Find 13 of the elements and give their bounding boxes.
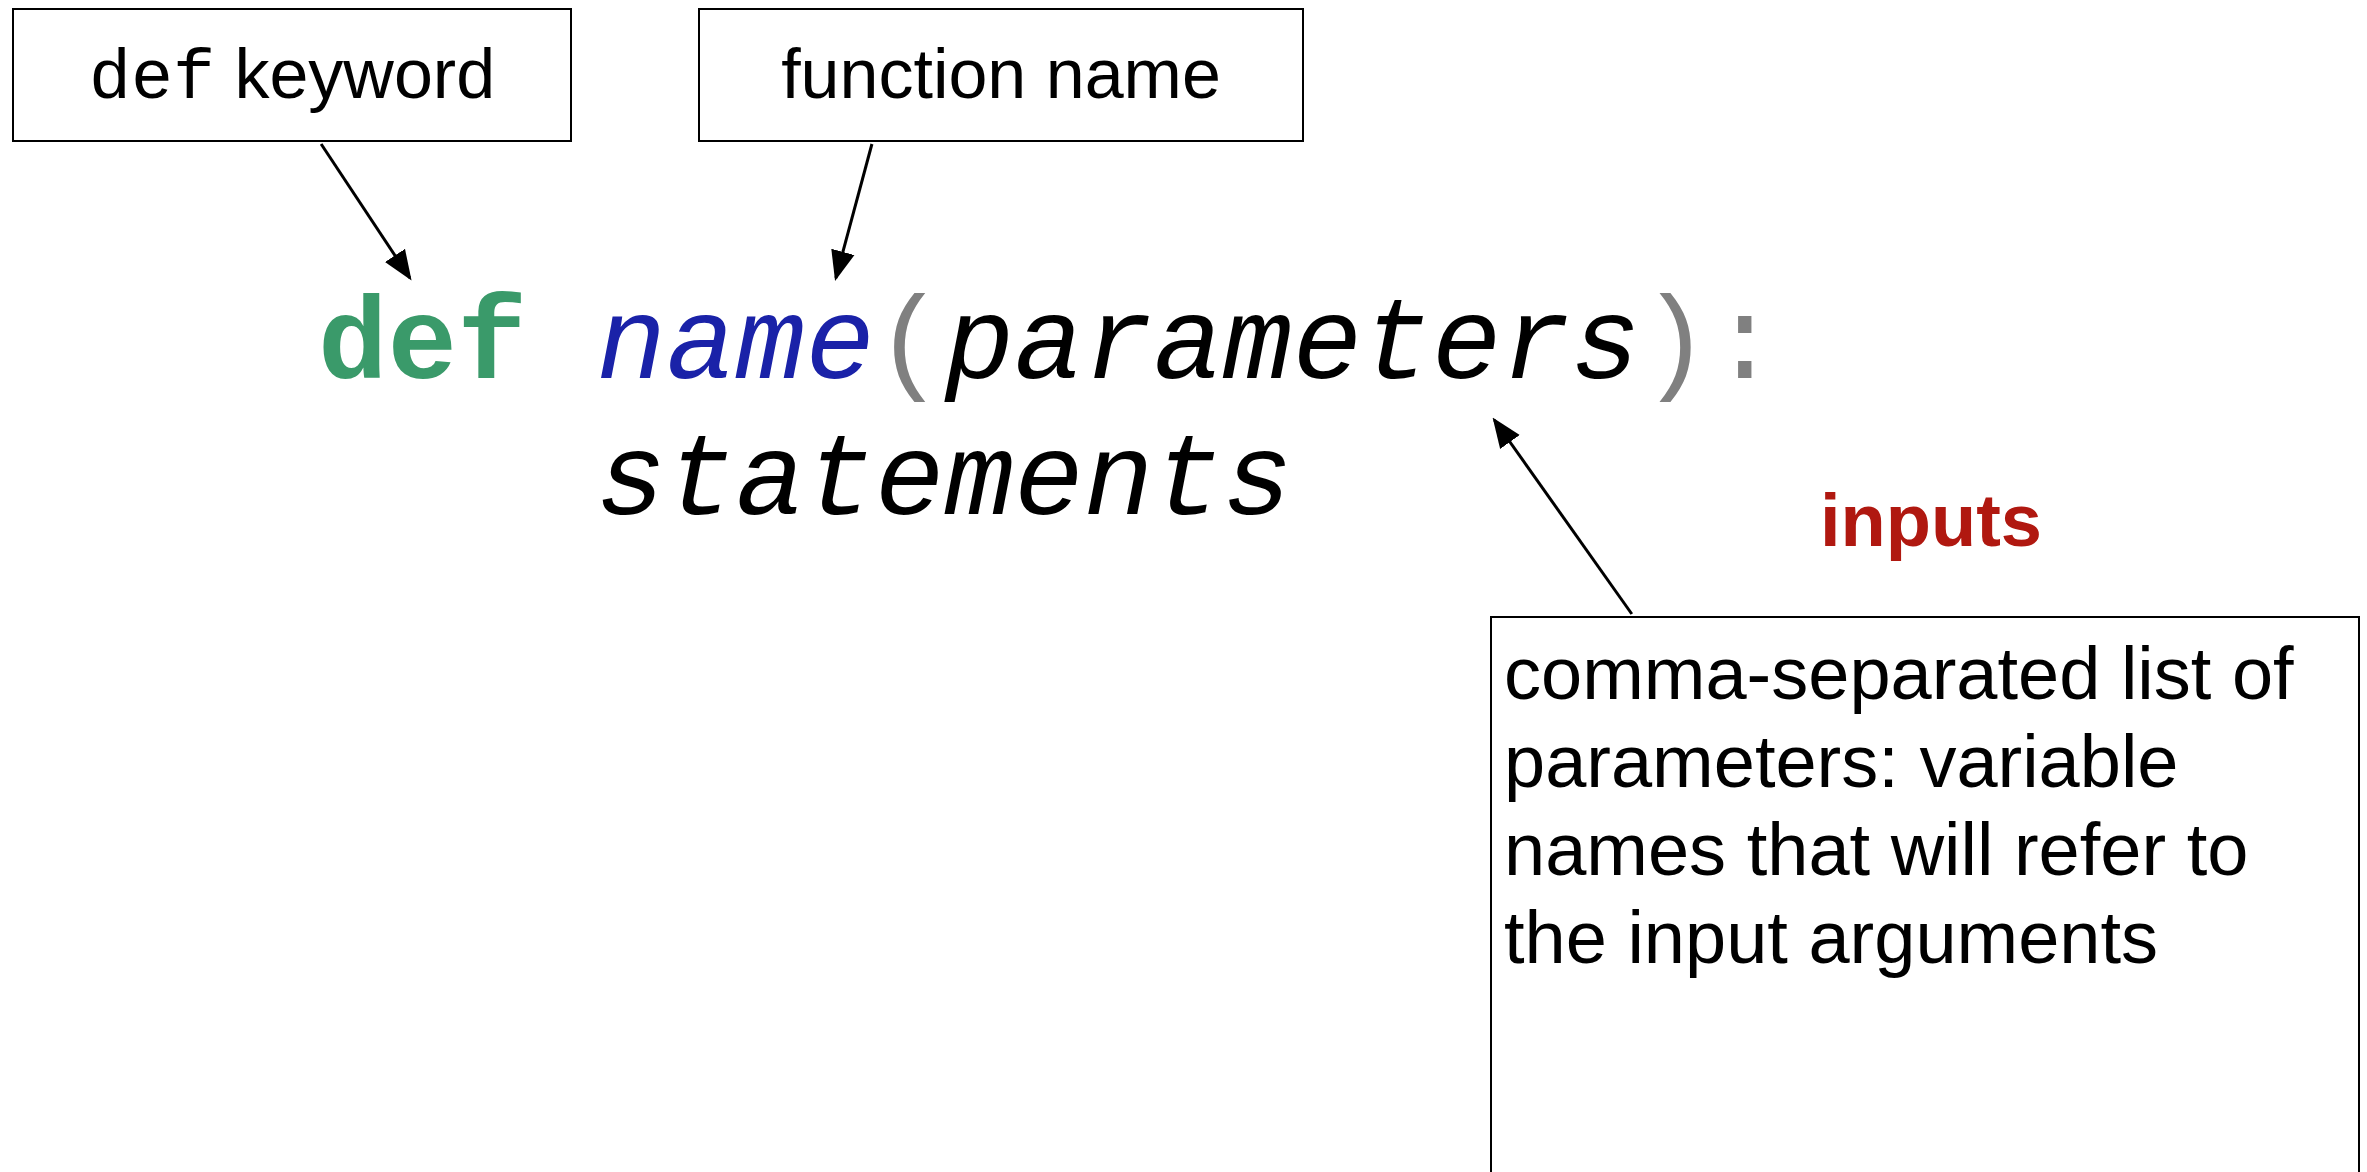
arrow <box>831 143 874 281</box>
code-statement: statements <box>596 418 1293 548</box>
code-keyword: def <box>318 282 527 412</box>
annotation-box: comma-separated list of parameters: variable names that will refer to the input arguments <box>1490 616 2360 1172</box>
annotation-heading: inputs <box>1820 480 2042 562</box>
code-punctuation: ( <box>874 282 945 412</box>
code-punctuation: ): <box>1640 282 1780 412</box>
code-parameter: parameters <box>944 282 1641 412</box>
label-box: def keyword <box>12 8 572 142</box>
code-function-name: name <box>596 282 875 412</box>
arrow <box>319 143 412 281</box>
label-box: function name <box>698 8 1304 142</box>
arrow <box>1492 417 1634 615</box>
